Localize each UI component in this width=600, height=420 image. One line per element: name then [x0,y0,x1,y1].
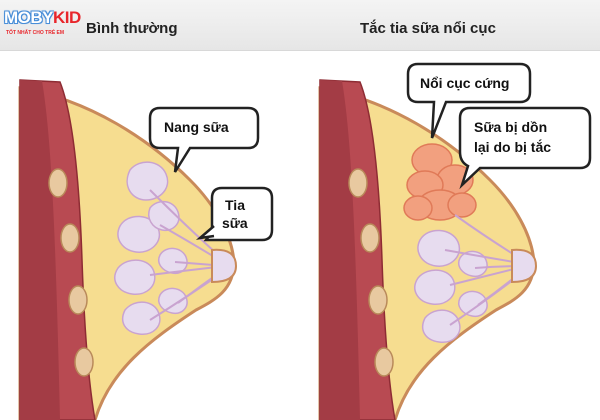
muscle-inner-left [20,80,60,420]
logo-tagline: TỐT NHẤT CHO TRẺ EM [6,30,65,36]
lobules-left [114,161,188,335]
logo-brand-b: KID [53,8,81,27]
label-sua-bi-don-line2: lại do bị tắc [474,139,552,155]
logo-brand-a: MOBY [4,8,54,27]
label-tia-sua-line2: sữa [222,215,248,231]
breast-normal [18,79,238,420]
callout-sua-bi-don-bubble [458,106,592,190]
label-nang-sua: Nang sữa [164,119,229,135]
label-noi-cuc-cung: Nổi cục cứng [420,75,510,91]
nipple-right [511,248,538,284]
callout-tia-sua-bubble [195,186,274,242]
label-tia-sua-line1: Tia [225,197,245,213]
hard-lump [403,143,477,221]
title-blocked: Tắc tia sữa nổi cục [360,20,496,37]
muscle-inner-right [320,80,360,420]
callout-noi-cuc-cung-bubble [406,62,532,139]
callout-nang-sua-bubble [148,106,260,173]
ribs-right [348,168,394,377]
label-sua-bi-don-line1: Sữa bị dồn [474,119,548,135]
logo: MOBYKID TỐT NHẤT CHO TRẺ EM [4,6,82,46]
ribs-left [48,168,94,377]
lobules-right [414,229,488,343]
nipple-left [211,248,238,284]
logo-wordmark: MOBYKID [4,8,81,28]
title-normal: Bình thường [86,20,178,37]
header-band [0,0,600,51]
breast-blocked [318,79,538,420]
